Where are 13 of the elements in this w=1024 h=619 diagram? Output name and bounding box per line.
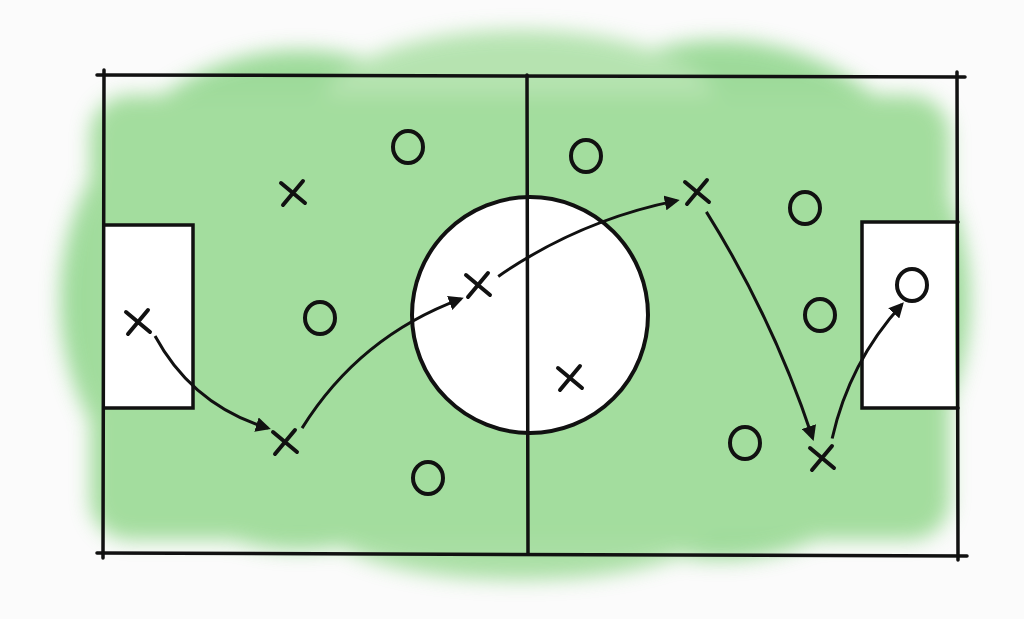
- pass-arrow: [830, 302, 904, 439]
- pass-arrow: [705, 211, 816, 441]
- player-circle-mark: [300, 298, 340, 338]
- pass-arrow: [497, 195, 680, 278]
- player-circle-mark: [388, 127, 428, 167]
- player-circle-mark: [566, 136, 606, 176]
- player-circle-mark: [800, 295, 840, 335]
- player-circle-mark: [725, 423, 765, 463]
- player-circle-mark: [892, 265, 932, 305]
- pass-arrow: [300, 296, 464, 429]
- player-circle-mark: [785, 188, 825, 228]
- pass-arrow: [153, 335, 271, 432]
- player-circle-mark: [408, 458, 448, 498]
